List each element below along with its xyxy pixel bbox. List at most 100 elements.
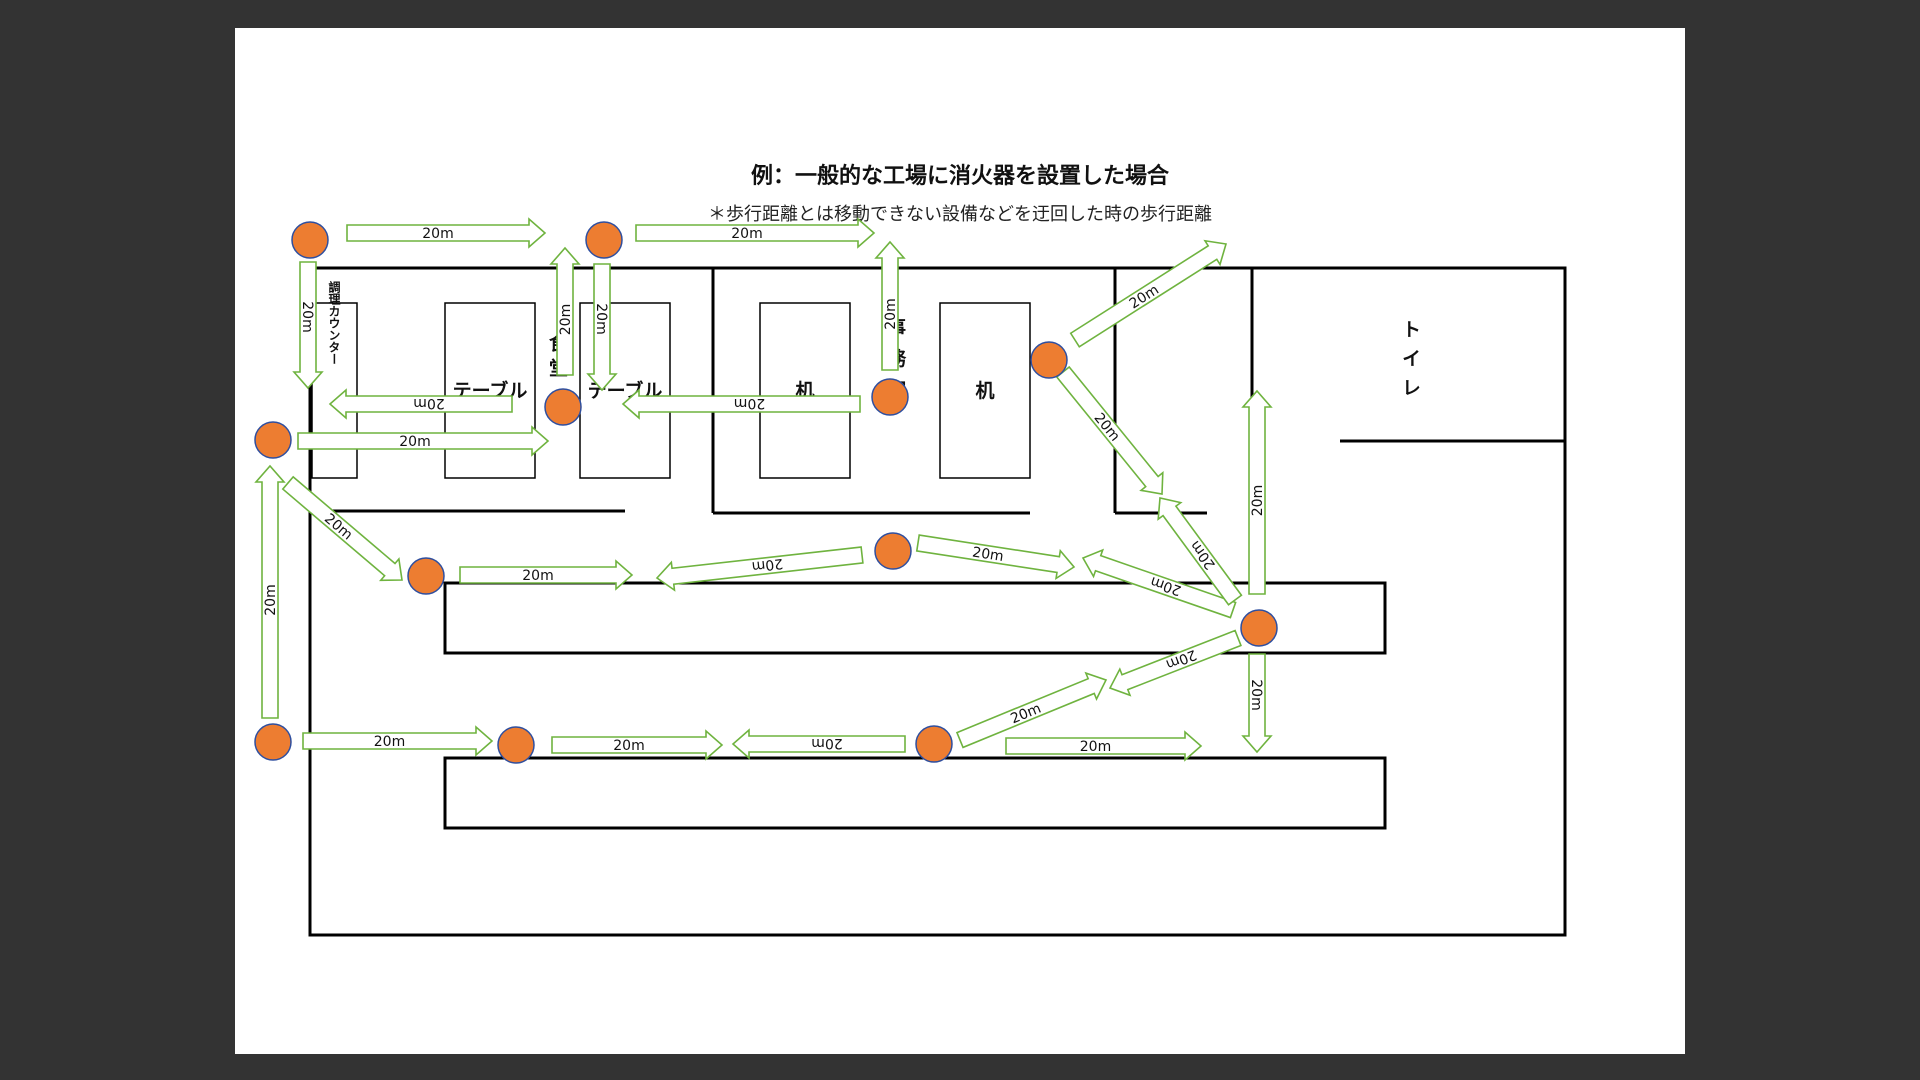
distance-label: 20m bbox=[413, 395, 444, 411]
outer-wall bbox=[308, 266, 1567, 937]
distance-arrow-10: 20m bbox=[915, 534, 1076, 581]
desk-left bbox=[759, 302, 851, 479]
distance-label: 20m bbox=[751, 555, 784, 574]
distance-label: 20m bbox=[883, 298, 899, 329]
fire-extinguishers bbox=[254, 221, 1278, 764]
distance-label: 20m bbox=[1248, 679, 1264, 710]
arrow-shape bbox=[621, 388, 861, 420]
distance-arrow-1: 20m bbox=[346, 217, 547, 249]
distance-arrow-7: 20m bbox=[281, 475, 403, 582]
distance-label: 20m bbox=[1148, 573, 1183, 598]
arrow-shape bbox=[551, 729, 724, 761]
distance-label: 20m bbox=[1008, 701, 1043, 728]
distance-label: 20m bbox=[1080, 739, 1111, 755]
arrow-shape bbox=[655, 546, 864, 592]
walls bbox=[308, 266, 1567, 937]
distance-label: 20m bbox=[558, 304, 574, 335]
distance-arrow-17: 20m bbox=[1241, 653, 1273, 754]
arrow-shape bbox=[328, 388, 513, 420]
arrow-shape bbox=[346, 217, 547, 249]
distance-label: 20m bbox=[299, 301, 315, 332]
arrow-shape bbox=[1157, 497, 1243, 606]
distance-arrow-21: 20m bbox=[1055, 365, 1164, 495]
desk-right bbox=[939, 302, 1031, 479]
distance-arrow-5: 20m bbox=[297, 425, 550, 457]
distance-label: 20m bbox=[422, 226, 453, 242]
fire-extinguisher-10 bbox=[254, 723, 292, 761]
toilet-label: トイレ bbox=[1399, 320, 1421, 407]
distance-arrow-20: 20m bbox=[1241, 389, 1273, 595]
arrow-shape bbox=[1069, 239, 1228, 348]
distance-label: 20m bbox=[971, 544, 1005, 565]
distance-arrow-3: 20m bbox=[549, 246, 581, 376]
distance-arrow-13: 20m bbox=[731, 728, 906, 760]
page-title: 例：一般的な工場に消火器を設置した場合 bbox=[750, 164, 1169, 189]
production-line-1 bbox=[443, 581, 1387, 655]
distance-arrow-26: 20m bbox=[621, 388, 861, 420]
distance-arrow-22: 20m bbox=[1069, 239, 1228, 348]
arrow-shape bbox=[281, 475, 403, 582]
distance-arrow-11: 20m bbox=[302, 725, 494, 757]
fire-extinguisher-3 bbox=[544, 388, 582, 426]
distance-label: 20m bbox=[399, 434, 430, 450]
equipment bbox=[443, 581, 1387, 830]
arrow-shape bbox=[297, 425, 550, 457]
arrow-shape bbox=[254, 464, 286, 719]
arrow-shape bbox=[1081, 548, 1237, 619]
distance-arrow-6: 20m bbox=[254, 464, 286, 719]
production-line-2 bbox=[443, 756, 1387, 830]
arrow-shape bbox=[635, 217, 876, 249]
arrow-shape bbox=[549, 246, 581, 376]
distance-arrow-12: 20m bbox=[551, 729, 724, 761]
distance-label: 20m bbox=[734, 395, 765, 411]
fire-extinguisher-7 bbox=[407, 557, 445, 595]
fire-extinguisher-1 bbox=[291, 221, 329, 259]
distance-arrow-9: 20m bbox=[655, 546, 864, 592]
arrow-shape bbox=[731, 728, 906, 760]
furniture bbox=[311, 302, 1031, 479]
distance-label: 20m bbox=[1164, 646, 1199, 672]
page-subtitle: ＊歩行距離とは移動できない設備などを迂回した時の歩行距離 bbox=[708, 204, 1212, 225]
floor-plan: 調理カウンター テーブル 食堂 テーブル 机 事務室 机 トイレ 20m20m2… bbox=[254, 217, 1567, 937]
distance-label: 20m bbox=[263, 584, 279, 615]
distance-label: 20m bbox=[1250, 485, 1266, 516]
distance-label: 20m bbox=[811, 735, 842, 751]
fire-extinguisher-6 bbox=[254, 421, 292, 459]
fire-extinguisher-8 bbox=[874, 532, 912, 570]
distance-label: 20m bbox=[522, 568, 553, 584]
distance-arrow-4: 20m bbox=[328, 388, 513, 420]
distance-label: 20m bbox=[593, 303, 609, 334]
distance-label: 20m bbox=[613, 738, 644, 754]
arrow-shape bbox=[292, 261, 324, 390]
distance-arrow-23: 20m bbox=[635, 217, 876, 249]
distance-arrow-16: 20m bbox=[1108, 629, 1242, 697]
arrow-shape bbox=[915, 534, 1076, 581]
arrow-shape bbox=[302, 725, 494, 757]
fire-extinguisher-5 bbox=[1030, 341, 1068, 379]
cooking-counter-label: 調理カウンター bbox=[327, 280, 341, 365]
distance-arrow-2: 20m bbox=[292, 261, 324, 390]
distance-arrow-19: 20m bbox=[1157, 497, 1243, 606]
desk-right-label: 机 bbox=[975, 380, 994, 402]
fire-extinguisher-2 bbox=[585, 221, 623, 259]
fire-extinguisher-9 bbox=[1240, 609, 1278, 647]
arrow-shape bbox=[955, 671, 1108, 749]
slide: 例：一般的な工場に消火器を設置した場合 ＊歩行距離とは移動できない設備などを迂回… bbox=[235, 28, 1685, 1054]
arrow-shape bbox=[1241, 653, 1273, 754]
distance-arrow-15: 20m bbox=[1005, 730, 1203, 762]
distance-arrow-8: 20m bbox=[459, 559, 634, 591]
distance-label: 20m bbox=[374, 734, 405, 750]
arrow-shape bbox=[1055, 365, 1164, 495]
arrow-shape bbox=[1108, 629, 1242, 697]
fire-extinguisher-12 bbox=[915, 725, 953, 763]
fire-extinguisher-11 bbox=[497, 726, 535, 764]
distance-arrow-24: 20m bbox=[586, 263, 618, 392]
arrow-shape bbox=[459, 559, 634, 591]
arrow-shape bbox=[1241, 389, 1273, 595]
distance-arrow-25: 20m bbox=[874, 240, 906, 371]
fire-extinguisher-4 bbox=[871, 378, 909, 416]
distance-label: 20m bbox=[731, 226, 762, 242]
arrow-shape bbox=[1005, 730, 1203, 762]
arrow-shape bbox=[586, 263, 618, 392]
